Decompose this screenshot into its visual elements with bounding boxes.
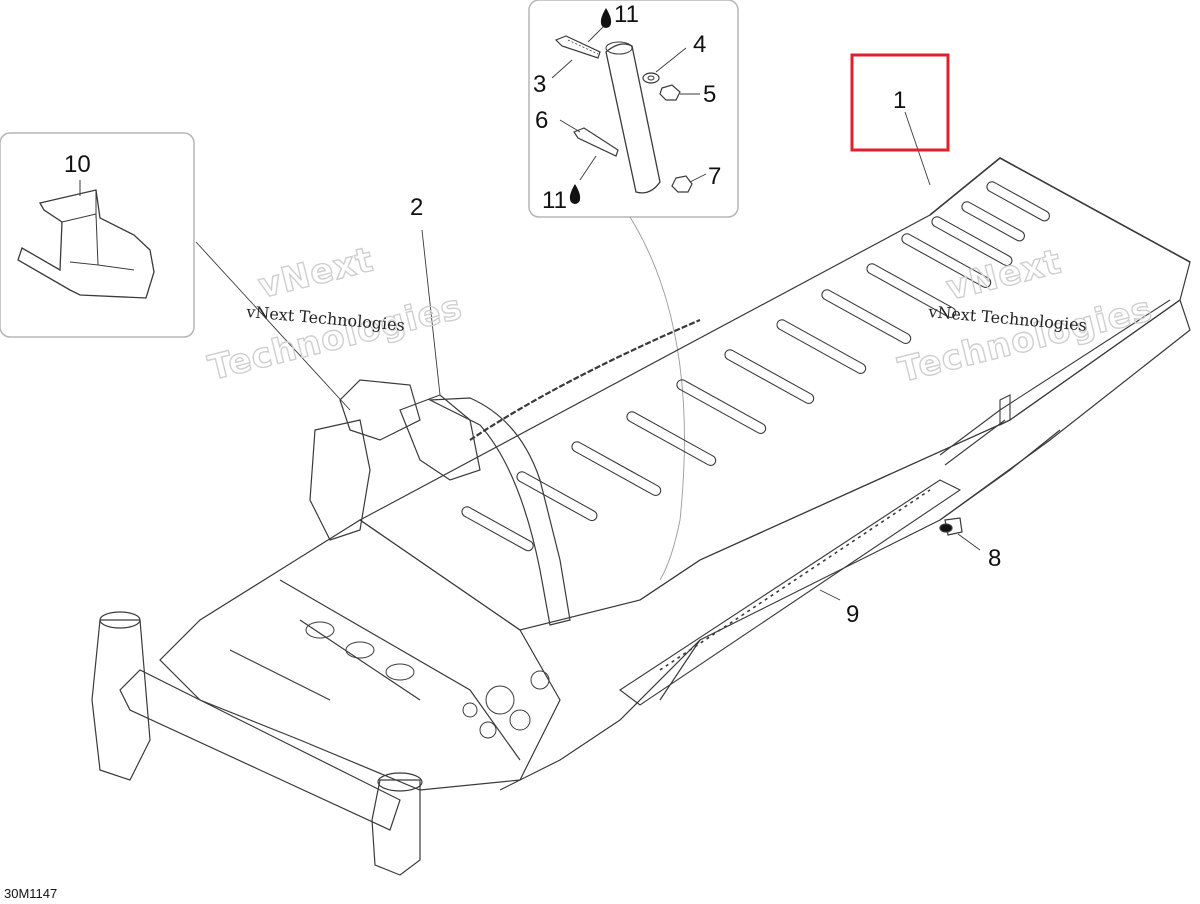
- inset-panel-part-10: [0, 132, 195, 338]
- right-spindle: [371, 779, 421, 876]
- bracket-part-drawing: [17, 189, 155, 299]
- inset-panel-hardware: [528, 0, 739, 218]
- front-column: [309, 419, 371, 541]
- callout-labels: 1 2 3 4 5 6 7 8 9 10 11 11: [64, 1, 1001, 628]
- front-cross-tube: [119, 669, 401, 831]
- tunnel-slots: [461, 181, 1050, 552]
- tunnel-top: [358, 157, 1191, 631]
- callout-3[interactable]: 3: [533, 71, 546, 98]
- svg-text:Technologies: Technologies: [205, 287, 467, 389]
- callout-2[interactable]: 2: [410, 194, 423, 221]
- callout-5[interactable]: 5: [703, 81, 716, 108]
- svg-text:vNext: vNext: [255, 240, 378, 307]
- side-rail-9: [619, 479, 962, 706]
- highlight-box-part-1: [850, 53, 950, 152]
- callout-11-top[interactable]: 11: [614, 1, 639, 28]
- callout-4[interactable]: 4: [693, 31, 706, 58]
- tunnel-side: [499, 299, 1191, 791]
- svg-text:vNext: vNext: [943, 242, 1066, 309]
- left-spindle: [91, 619, 151, 781]
- callout-1[interactable]: 1: [893, 87, 906, 114]
- support-tube-drawing: [605, 43, 661, 194]
- callout-7[interactable]: 7: [708, 163, 721, 190]
- frame-holes: [305, 621, 550, 739]
- steering-post: [427, 397, 571, 626]
- callout-9[interactable]: 9: [846, 601, 859, 628]
- thread-locker-drop-icon: [569, 184, 581, 204]
- callout-6[interactable]: 6: [535, 107, 548, 134]
- thread-locker-drop-icon: [600, 8, 612, 28]
- callout-8[interactable]: 8: [988, 545, 1001, 572]
- callout-11-bottom[interactable]: 11: [542, 187, 567, 214]
- frame-assembly-drawing: [91, 157, 1191, 876]
- watermark-left: vNext Technologies vNext Technologies: [204, 239, 467, 389]
- diagram-code: 30M1147: [4, 886, 57, 901]
- front-module: [159, 519, 561, 791]
- watermark-right: vNext Technologies vNext Technologies: [894, 241, 1157, 391]
- callout-10[interactable]: 10: [64, 151, 91, 178]
